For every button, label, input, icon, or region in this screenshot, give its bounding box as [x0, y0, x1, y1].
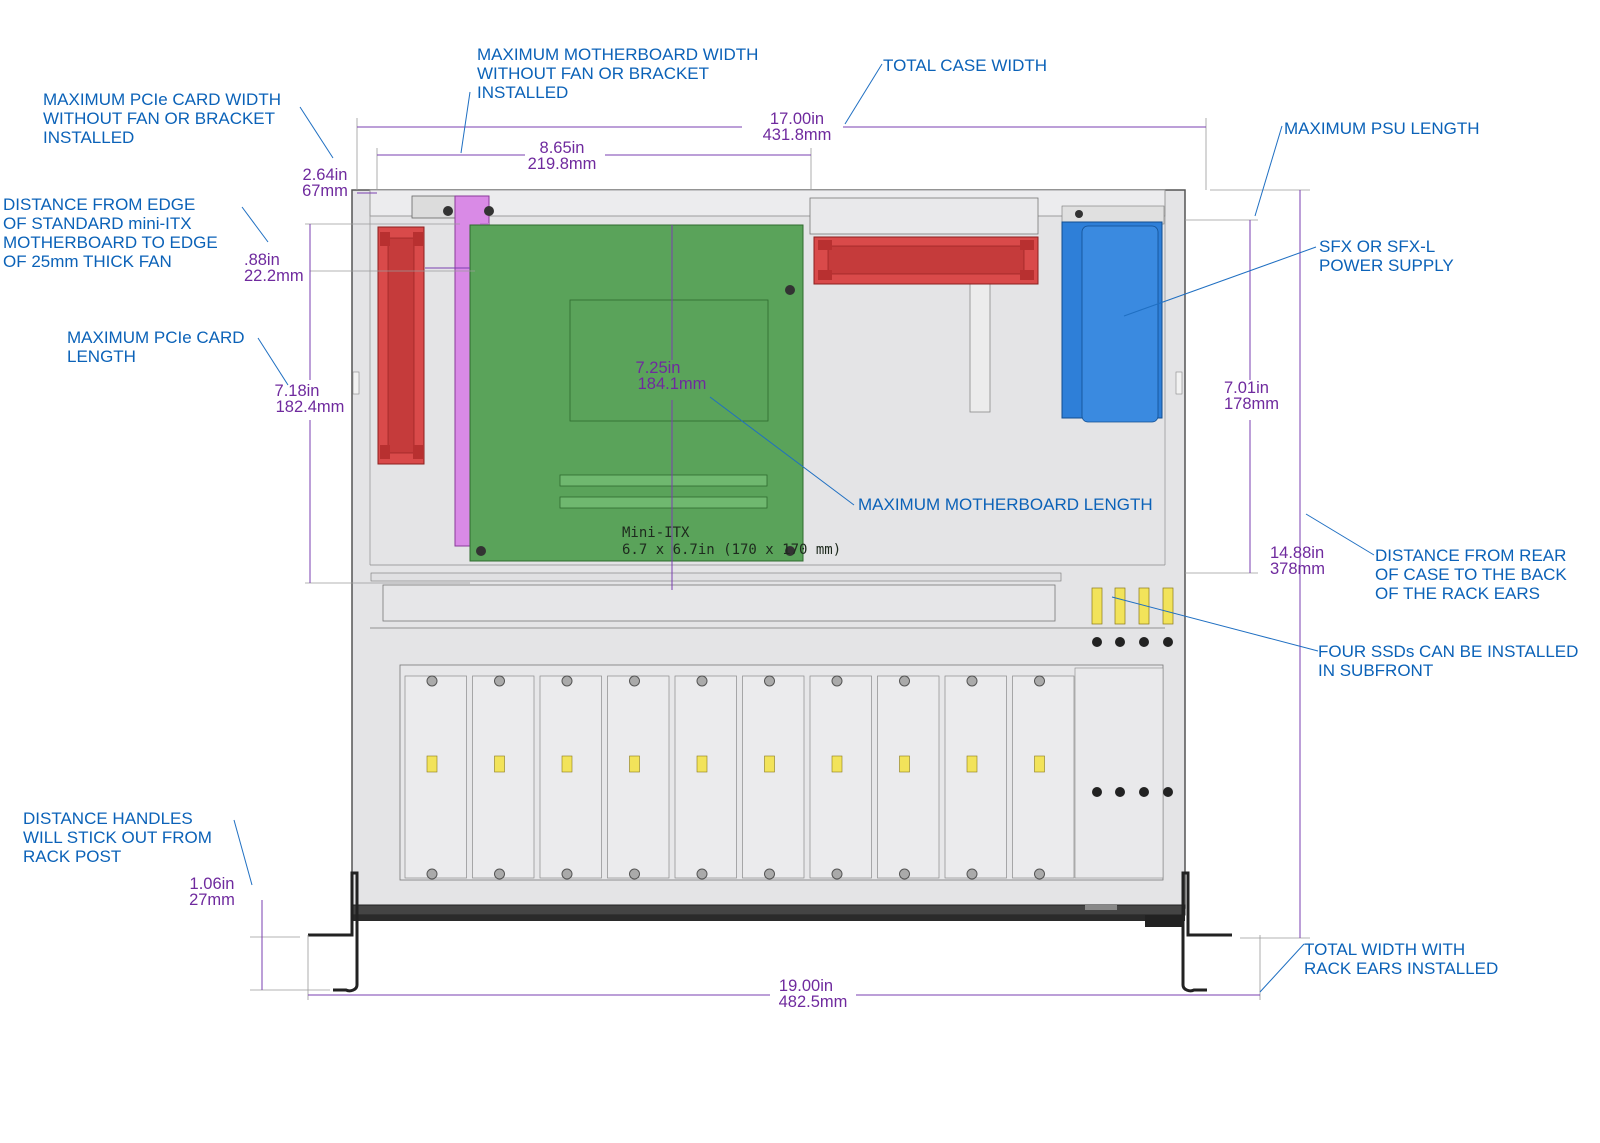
- drive-bay-slot: [809, 675, 872, 880]
- drive-bay-slot: [404, 675, 467, 880]
- svg-text:WITHOUT FAN OR BRACKET: WITHOUT FAN OR BRACKET: [43, 109, 275, 128]
- dim-handles-in: 1.06in: [190, 875, 235, 893]
- fan-left: [377, 226, 425, 465]
- dim-psu-length-mm: 178mm: [1224, 395, 1279, 413]
- ssd-slot: [1091, 587, 1103, 625]
- svg-text:SFX OR SFX-L: SFX OR SFX-L: [1319, 237, 1435, 256]
- dim-pcie-length-mm: 182.4mm: [276, 398, 345, 416]
- svg-text:INSTALLED: INSTALLED: [43, 128, 134, 147]
- dim-fan-distance-mm: 22.2mm: [244, 267, 304, 285]
- callout-fan-distance: DISTANCE FROM EDGE OF STANDARD mini-ITX …: [3, 195, 218, 271]
- psu: [1061, 210, 1163, 423]
- svg-text:LENGTH: LENGTH: [67, 347, 136, 366]
- svg-text:OF CASE TO THE BACK: OF CASE TO THE BACK: [1375, 565, 1567, 584]
- front-panel: [351, 904, 1186, 927]
- svg-text:WITHOUT FAN OR BRACKET: WITHOUT FAN OR BRACKET: [477, 64, 709, 83]
- drive-bay-slot: [674, 675, 737, 880]
- drive-bays: [399, 664, 1173, 881]
- rack-ear-left: [308, 871, 359, 993]
- ssd-slot: [1114, 587, 1126, 625]
- callout-rack-ears-distance: DISTANCE FROM REAR OF CASE TO THE BACK O…: [1375, 546, 1567, 603]
- dim-total-case-width-in: 17.00in: [770, 110, 824, 128]
- callout-psu-type: SFX OR SFX-L POWER SUPPLY: [1319, 237, 1454, 275]
- drive-bay-slot: [539, 675, 602, 880]
- svg-text:RACK POST: RACK POST: [23, 847, 121, 866]
- ssds: [1091, 587, 1174, 647]
- svg-text:OF THE RACK EARS: OF THE RACK EARS: [1375, 584, 1540, 603]
- svg-text:MAXIMUM MOTHERBOARD LENGTH: MAXIMUM MOTHERBOARD LENGTH: [858, 495, 1153, 514]
- callout-pcie-length: MAXIMUM PCIe CARD LENGTH: [67, 328, 245, 366]
- callout-pcie-width: MAXIMUM PCIe CARD WIDTH WITHOUT FAN OR B…: [43, 90, 281, 147]
- svg-text:DISTANCE HANDLES: DISTANCE HANDLES: [23, 809, 193, 828]
- dim-fan-distance-in: .88in: [244, 251, 280, 269]
- svg-text:OF STANDARD mini-ITX: OF STANDARD mini-ITX: [3, 214, 192, 233]
- callout-mobo-width: MAXIMUM MOTHERBOARD WIDTH WITHOUT FAN OR…: [477, 45, 758, 102]
- svg-text:OF 25mm THICK FAN: OF 25mm THICK FAN: [3, 252, 172, 271]
- dim-rack-ears-mm: 378mm: [1270, 560, 1325, 578]
- dim-pcie-width-mm: 67mm: [302, 182, 348, 200]
- dim-handles-mm: 27mm: [189, 891, 235, 909]
- drive-bay-slot: [1012, 675, 1075, 880]
- dim-total-width-ears-in: 19.00in: [779, 977, 833, 995]
- dim-total-case-width-mm: 431.8mm: [763, 126, 832, 144]
- callout-ssds: FOUR SSDs CAN BE INSTALLED IN SUBFRONT: [1318, 642, 1578, 680]
- rack-ear-right: [1181, 871, 1232, 993]
- fan-top: [813, 236, 1039, 285]
- svg-text:MOTHERBOARD TO EDGE: MOTHERBOARD TO EDGE: [3, 233, 218, 252]
- svg-text:MAXIMUM PCIe CARD: MAXIMUM PCIe CARD: [67, 328, 245, 347]
- dim-mobo-width-in: 8.65in: [540, 139, 585, 157]
- svg-text:DISTANCE FROM REAR: DISTANCE FROM REAR: [1375, 546, 1566, 565]
- svg-text:IN SUBFRONT: IN SUBFRONT: [1318, 661, 1433, 680]
- motherboard: Mini-ITX 6.7 x 6.7in (170 x 170 mm): [469, 224, 841, 562]
- dim-pcie-width-in: 2.64in: [303, 166, 348, 184]
- callout-psu-length: MAXIMUM PSU LENGTH: [1284, 119, 1480, 138]
- ssd-slot: [1162, 587, 1174, 625]
- dim-pcie-length-in: 7.18in: [275, 382, 320, 400]
- callout-total-case-width: TOTAL CASE WIDTH: [883, 56, 1047, 75]
- dim-rack-ears-in: 14.88in: [1270, 544, 1324, 562]
- drive-bay-slot: [877, 675, 940, 880]
- callout-mobo-length: MAXIMUM MOTHERBOARD LENGTH: [858, 495, 1153, 514]
- svg-text:MAXIMUM MOTHERBOARD WIDTH: MAXIMUM MOTHERBOARD WIDTH: [477, 45, 758, 64]
- svg-text:RACK EARS INSTALLED: RACK EARS INSTALLED: [1304, 959, 1498, 978]
- mobo-name: Mini-ITX: [622, 525, 690, 541]
- svg-text:MAXIMUM PSU LENGTH: MAXIMUM PSU LENGTH: [1284, 119, 1480, 138]
- dimension-lines: [250, 118, 1310, 1000]
- callout-total-width-ears: TOTAL WIDTH WITH RACK EARS INSTALLED: [1304, 940, 1498, 978]
- drive-bay-slot: [607, 675, 670, 880]
- svg-text:DISTANCE FROM EDGE: DISTANCE FROM EDGE: [3, 195, 195, 214]
- svg-text:MAXIMUM PCIe CARD WIDTH: MAXIMUM PCIe CARD WIDTH: [43, 90, 281, 109]
- drive-bay-slot: [944, 675, 1007, 880]
- svg-text:FOUR SSDs CAN BE INSTALLED: FOUR SSDs CAN BE INSTALLED: [1318, 642, 1578, 661]
- mobo-size: 6.7 x 6.7in (170 x 170 mm): [622, 542, 841, 558]
- dim-total-width-ears-mm: 482.5mm: [779, 993, 848, 1011]
- leader-lines: [233, 63, 1375, 993]
- svg-text:WILL STICK OUT FROM: WILL STICK OUT FROM: [23, 828, 212, 847]
- dim-mobo-length-in: 7.25in: [636, 359, 681, 377]
- drive-bay-slot: [742, 675, 805, 880]
- svg-text:POWER SUPPLY: POWER SUPPLY: [1319, 256, 1454, 275]
- drive-bay-slot: [472, 675, 535, 880]
- svg-text:INSTALLED: INSTALLED: [477, 83, 568, 102]
- callout-handles: DISTANCE HANDLES WILL STICK OUT FROM RAC…: [23, 809, 212, 866]
- dim-mobo-width-mm: 219.8mm: [528, 155, 597, 173]
- dim-psu-length-in: 7.01in: [1224, 379, 1269, 397]
- svg-text:TOTAL WIDTH WITH: TOTAL WIDTH WITH: [1304, 940, 1465, 959]
- ssd-slot: [1138, 587, 1150, 625]
- svg-text:TOTAL CASE WIDTH: TOTAL CASE WIDTH: [883, 56, 1047, 75]
- dim-mobo-length-mm: 184.1mm: [638, 375, 707, 393]
